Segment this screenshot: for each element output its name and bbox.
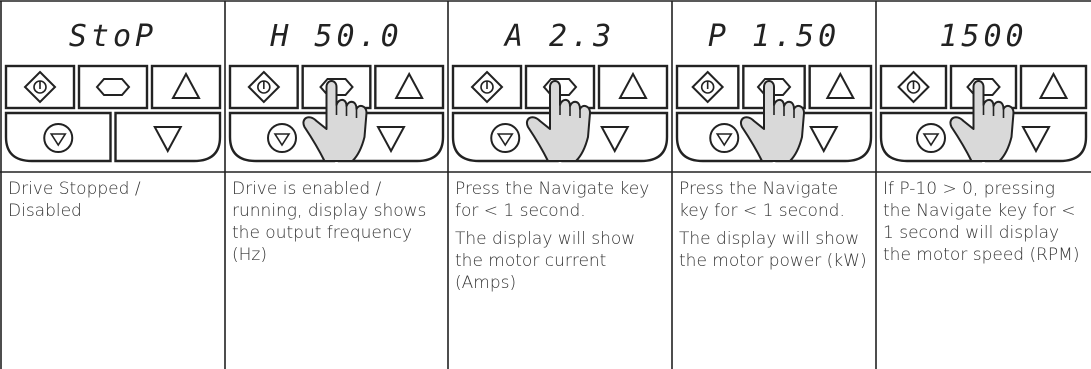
start-icon <box>247 70 281 104</box>
panel-description: Press the Navigate key for < 1 second. Th… <box>455 178 665 300</box>
down-icon <box>153 126 183 154</box>
stop-icon-triangle <box>49 133 67 147</box>
stop-icon <box>43 123 74 153</box>
down-icon <box>1021 126 1051 154</box>
start-icon <box>470 70 504 104</box>
hand-icon-knuckles <box>559 105 581 118</box>
start-icon <box>897 70 930 104</box>
description-paragraph: Drive is enabled / running, display show… <box>232 179 427 265</box>
start-icon <box>691 70 725 104</box>
panel-description: Press the Navigate key for < 1 second. Th… <box>679 178 869 278</box>
stop-key <box>228 111 336 163</box>
up-key <box>374 64 445 110</box>
display-readout: A 2.3 <box>503 19 615 54</box>
panel-description: If P-10 > 0, pressing the Navigate key f… <box>883 178 1084 272</box>
hand-icon-knuckles <box>982 105 1005 118</box>
hand-icon-knuckles <box>773 105 795 118</box>
up-icon <box>618 71 648 99</box>
navigate-key <box>77 64 149 110</box>
keypad-panel: A 2.3 <box>451 19 669 163</box>
down-key <box>561 111 669 163</box>
display-readout: StoP <box>69 19 157 54</box>
panel-description: Drive Stopped / Disabled <box>8 178 218 228</box>
stop-key <box>451 111 559 163</box>
start-key <box>451 64 523 110</box>
keypad-panel: H 50.0 <box>228 19 445 163</box>
down-icon <box>600 126 630 154</box>
up-key <box>808 64 873 110</box>
up-icon <box>171 71 201 99</box>
description-paragraph: Press the Navigate key for < 1 second. <box>679 179 845 221</box>
keypad-panel: P 1.50 <box>675 19 873 163</box>
up-key <box>597 64 669 110</box>
hand-icon <box>740 80 805 162</box>
start-key <box>675 64 740 110</box>
display-readout: P 1.50 <box>708 19 840 54</box>
stop-icon <box>267 123 297 153</box>
down-icon <box>809 126 839 154</box>
down-key <box>337 111 445 163</box>
stop-icon <box>916 123 946 153</box>
stop-icon-triangle <box>715 133 733 147</box>
down-key <box>984 111 1088 163</box>
description-paragraph: If P-10 > 0, pressing the Navigate key f… <box>883 179 1080 265</box>
stop-icon-triangle <box>496 133 514 147</box>
up-icon <box>394 71 424 99</box>
up-key <box>1019 64 1088 110</box>
navigate-icon <box>95 78 131 96</box>
description-paragraph: The display will show the motor current … <box>455 229 636 293</box>
hand-icon <box>302 80 368 162</box>
keypad-panel: StoP <box>4 19 222 163</box>
up-icon <box>1038 71 1069 99</box>
hand-icon <box>949 80 1015 162</box>
up-icon <box>825 71 856 99</box>
stop-key <box>4 111 112 163</box>
display-readout: 1500 <box>939 19 1027 54</box>
description-paragraph: Press the Navigate key for < 1 second. <box>455 179 650 221</box>
display-readout: H 50.0 <box>269 19 402 54</box>
description-paragraph: Drive Stopped / Disabled <box>8 179 141 221</box>
stop-icon <box>490 123 521 153</box>
down-icon <box>376 126 406 154</box>
stop-icon-triangle <box>273 133 291 147</box>
down-key <box>114 111 222 163</box>
stop-icon <box>709 123 740 153</box>
start-key <box>228 64 299 110</box>
stop-icon-triangle <box>922 133 940 147</box>
stop-key <box>879 111 983 163</box>
panel-description: Drive is enabled / running, display show… <box>232 178 441 272</box>
start-key <box>879 64 948 110</box>
keypad-panel: 1500 <box>879 19 1088 163</box>
up-key <box>150 64 222 110</box>
hand-icon <box>526 80 591 162</box>
description-paragraph: The display will show the motor power (k… <box>679 229 867 271</box>
start-icon <box>23 70 57 104</box>
hand-icon-knuckles <box>335 105 358 118</box>
start-key <box>4 64 76 110</box>
stop-key <box>675 111 773 163</box>
down-key <box>775 111 873 163</box>
